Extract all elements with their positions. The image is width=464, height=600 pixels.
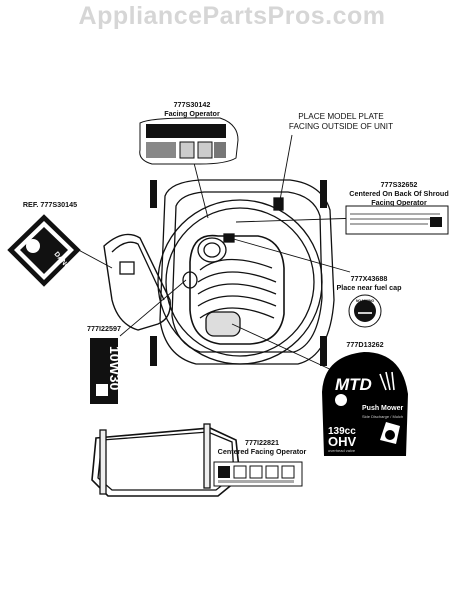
callout-part: 777D13262 bbox=[346, 340, 384, 349]
model-plate-marker bbox=[273, 197, 284, 211]
callout-777i22821: 777I22821 Centered Facing Operator bbox=[210, 438, 314, 456]
mtd-subtitle-text: Side Discharge / Mulch bbox=[362, 414, 403, 419]
engine-cc-text: 139cc bbox=[328, 426, 356, 437]
wheel-front-left bbox=[150, 180, 157, 208]
decal-fuel-cap: NO MIXING bbox=[348, 294, 382, 328]
handle-bar-right bbox=[203, 423, 211, 489]
watermark: AppliancePartsPros.com bbox=[78, 2, 386, 30]
callout-777s30145: REF. 777S30145 bbox=[10, 200, 90, 209]
decal-777i22821 bbox=[213, 461, 303, 487]
handle-frame bbox=[91, 427, 241, 497]
callout-777i22597: 777I22597 bbox=[74, 324, 134, 333]
callout-part: 777S30142 bbox=[173, 100, 211, 109]
engine-sub-text: overhead valve bbox=[328, 448, 356, 453]
callout-model-plate: PLACE MODEL PLATE FACING OUTSIDE OF UNIT bbox=[276, 112, 406, 132]
callout-note: Centered On Back Of Shroud bbox=[349, 189, 449, 198]
fuel-cap-text: NO MIXING bbox=[356, 299, 374, 303]
callout-note: FACING OUTSIDE OF UNIT bbox=[288, 122, 394, 131]
callout-note: Facing Operator bbox=[164, 109, 220, 118]
wheel-rear-left bbox=[150, 336, 157, 366]
callout-part: 777I22597 bbox=[87, 324, 121, 333]
wheel-rear-right bbox=[320, 336, 327, 366]
callout-part: 777X43688 bbox=[350, 274, 388, 283]
callout-note-2: Facing Operator bbox=[371, 198, 427, 207]
engine-shroud bbox=[189, 234, 285, 345]
fuel-cap-marker bbox=[223, 233, 235, 243]
callout-part: 777I22821 bbox=[245, 438, 279, 447]
decal-777s30142 bbox=[139, 117, 239, 165]
callout-777d13262: 777D13262 bbox=[330, 340, 400, 349]
decal-mtd-panel: MTD Push Mower Side Discharge / Mulch 13… bbox=[322, 352, 408, 456]
callout-note: Centered Facing Operator bbox=[217, 447, 307, 456]
callout-777s32652: 777S32652 Centered On Back Of Shroud Fac… bbox=[340, 180, 458, 207]
oil-grade-text: 10W30 bbox=[107, 346, 123, 391]
mtd-logo-text: MTD bbox=[335, 375, 372, 394]
wheel-front-right bbox=[320, 180, 327, 208]
callout-part: REF. 777S30145 bbox=[22, 200, 78, 209]
mower-deck-outline bbox=[159, 179, 335, 365]
engine-plug-cover bbox=[205, 311, 241, 337]
grass-bag bbox=[103, 233, 171, 331]
decal-danger: DANGER bbox=[7, 214, 81, 287]
callout-part: 777S32652 bbox=[380, 180, 418, 189]
callout-note: Place near fuel cap bbox=[336, 283, 402, 292]
decal-777s32652 bbox=[345, 205, 449, 235]
engine-type-text: OHV bbox=[328, 434, 357, 449]
handle-bar-left bbox=[99, 429, 107, 495]
decal-oil-label: 10W30 bbox=[90, 338, 123, 404]
callout-part: PLACE MODEL PLATE bbox=[298, 112, 384, 121]
mtd-product-text: Push Mower bbox=[362, 405, 404, 412]
callout-777x43688: 777X43688 Place near fuel cap bbox=[324, 274, 414, 292]
callout-777s30142: 777S30142 Facing Operator bbox=[152, 100, 232, 118]
deck-ring bbox=[157, 199, 323, 365]
